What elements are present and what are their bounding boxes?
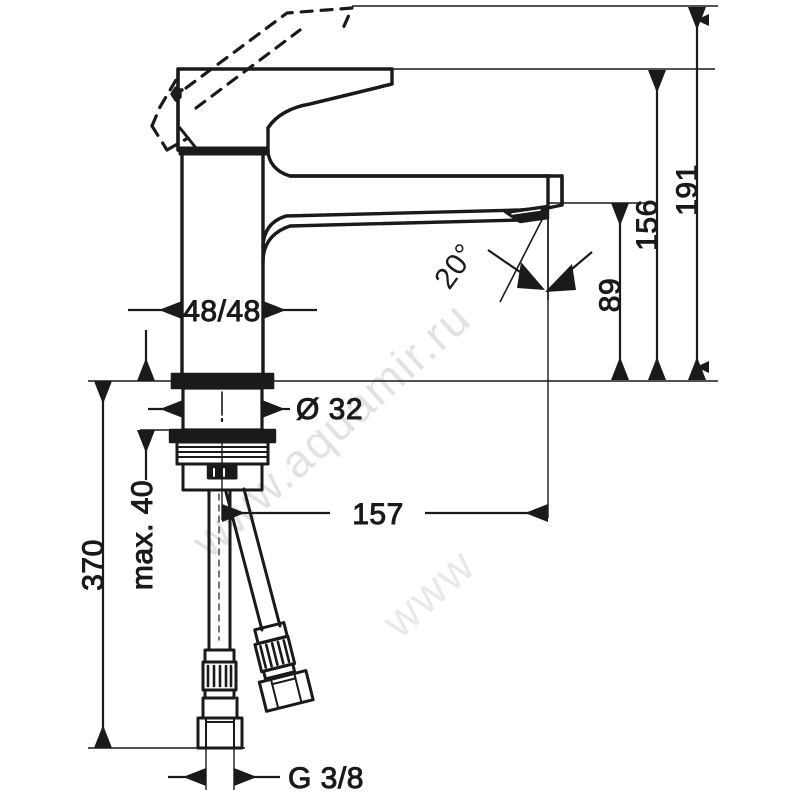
dimension-157 (222, 504, 548, 522)
vertical-dimensions: 191 156 89 (594, 7, 709, 380)
dimension-g38 (168, 768, 280, 786)
shank-body (181, 386, 264, 432)
dimension-diameter-32-label: Ø 32 (296, 393, 363, 426)
dimension-angle-20 (487, 207, 593, 303)
watermark-text-repeat: www (371, 538, 485, 648)
dimension-max-40 (137, 330, 155, 480)
dimension-157-label: 157 (352, 498, 404, 531)
spout-arm (288, 174, 564, 210)
spout-upper-profile (266, 82, 550, 178)
dimension-370-label: 370 (77, 539, 110, 591)
lever-handle (170, 67, 394, 152)
horizontal-dimensions: 48/48 Ø 32 157 (128, 295, 548, 796)
dimension-89 (611, 203, 629, 380)
spout-lower-profile (261, 206, 550, 264)
mixer-column (180, 150, 265, 384)
dimension-max-40-label: max. 40 (126, 480, 159, 590)
dimension-156 (648, 70, 666, 380)
dimension-89-label: 89 (594, 278, 627, 312)
dimension-48-48-label: 48/48 (183, 295, 261, 328)
dimension-191 (688, 7, 709, 380)
dimension-48-48 (128, 301, 317, 319)
dimension-370 (94, 381, 112, 748)
left-vertical-dimensions: 370 max. 40 (77, 330, 160, 748)
dimension-diameter-32 (148, 400, 290, 418)
handle-wedge-detail (178, 126, 270, 156)
dimension-191-label: 191 (671, 164, 704, 216)
dimension-g38-label: G 3/8 (288, 762, 364, 795)
dimension-156-label: 156 (631, 199, 664, 251)
dimension-angle-20-label: 20° (428, 238, 482, 295)
